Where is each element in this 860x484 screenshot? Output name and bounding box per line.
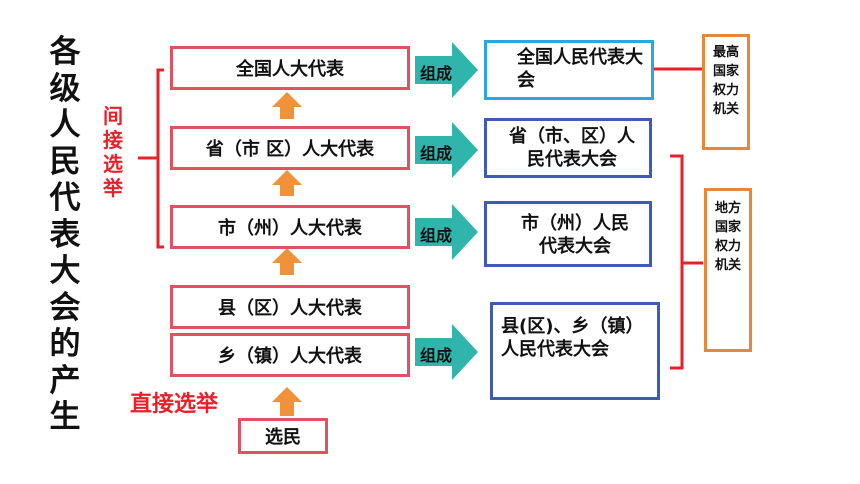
page-title: 各级人民代表大会的产生 (49, 34, 81, 435)
compose-label: 组成 (420, 346, 453, 365)
teal-right-arrows (415, 42, 478, 380)
indirect-bracket (156, 68, 164, 249)
local-organ-bracket (670, 154, 684, 370)
highest-organ-box: 最高国家权力机关 (702, 34, 750, 150)
up-arrow-icon (272, 92, 302, 119)
right-arrow-icon (415, 324, 478, 380)
township-delegate-box: 乡（镇）人大代表 (170, 333, 410, 377)
voters-box: 选民 (238, 418, 328, 454)
local-organ-label: 地方国家权力机关 (714, 201, 741, 273)
compose-label: 组成 (420, 64, 453, 83)
compose-label: 组成 (420, 226, 453, 245)
city-congress-label: 市（州）人民代表大会 (521, 213, 629, 257)
right-arrow-icon (415, 204, 478, 260)
up-arrow-icon (272, 387, 302, 416)
national-delegate-label: 全国人大代表 (236, 59, 344, 80)
up-arrow-icon (272, 170, 302, 196)
voters-label: 选民 (265, 427, 301, 448)
compose-label: 组成 (420, 144, 453, 163)
county-delegate-box: 县（区）人大代表 (170, 285, 410, 329)
provincial-congress-box: 省（市、区）人民代表大会 (484, 118, 652, 178)
provincial-congress-label: 省（市、区）人民代表大会 (509, 126, 635, 170)
orange-up-arrows (272, 92, 302, 416)
city-congress-box: 市（州）人民代表大会 (484, 201, 652, 267)
highest-organ-label: 最高国家权力机关 (712, 45, 739, 117)
township-delegate-label: 乡（镇）人大代表 (218, 346, 362, 367)
right-arrow-icon (415, 122, 478, 178)
provincial-delegate-label: 省（市 区）人大代表 (205, 139, 375, 160)
local-congress-box: 县(区)、乡（镇）人民代表大会 (490, 302, 660, 400)
national-congress-box: 全国人民代表大会 (484, 40, 654, 100)
up-arrow-icon (272, 248, 302, 275)
city-delegate-box: 市（州）人大代表 (170, 205, 410, 249)
local-organ-box: 地方国家权力机关 (704, 188, 752, 352)
local-congress-label: 县(区)、乡（镇）人民代表大会 (501, 316, 644, 360)
direct-election-label: 直接选举 (130, 392, 219, 417)
national-delegate-box: 全国人大代表 (170, 46, 410, 90)
county-delegate-label: 县（区）人大代表 (218, 298, 362, 319)
right-arrow-icon (415, 42, 478, 98)
national-congress-label: 全国人民代表大会 (517, 47, 643, 91)
city-delegate-label: 市（州）人大代表 (218, 218, 362, 239)
indirect-election-label: 间接选举 (103, 104, 123, 200)
provincial-delegate-box: 省（市 区）人大代表 (170, 126, 410, 170)
